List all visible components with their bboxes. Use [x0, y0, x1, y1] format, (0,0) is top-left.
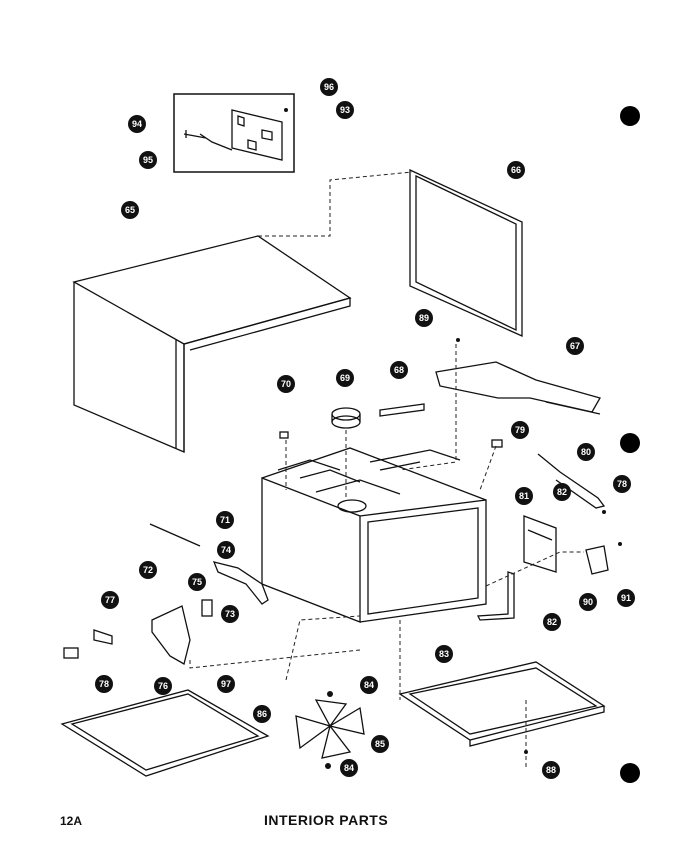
svg-text:83: 83 — [439, 649, 449, 659]
svg-text:86: 86 — [257, 709, 267, 719]
callout-82-upper: 82 — [553, 483, 571, 501]
callout-73: 73 — [221, 605, 239, 623]
callout-95: 95 — [139, 151, 157, 169]
callout-83: 83 — [435, 645, 453, 663]
svg-text:88: 88 — [546, 765, 556, 775]
back-panel — [409, 168, 523, 338]
callout-74: 74 — [217, 541, 235, 559]
svg-text:67: 67 — [570, 341, 580, 351]
callout-67: 67 — [566, 337, 584, 355]
svg-text:72: 72 — [143, 565, 153, 575]
svg-text:81: 81 — [519, 491, 529, 501]
part-75-block — [201, 599, 213, 617]
svg-text:70: 70 — [281, 379, 291, 389]
svg-text:71: 71 — [220, 515, 230, 525]
part-68-strip — [379, 403, 425, 417]
svg-text:93: 93 — [340, 105, 350, 115]
part-82-angle — [476, 571, 515, 621]
callout-70: 70 — [277, 375, 295, 393]
svg-text:91: 91 — [621, 593, 631, 603]
callout-84-upper: 84 — [360, 676, 378, 694]
stirrer-fan-85 — [295, 699, 365, 759]
detail-inset-box — [173, 93, 295, 173]
callout-94: 94 — [128, 115, 146, 133]
callout-80: 80 — [577, 443, 595, 461]
bottom-plate-83 — [398, 661, 606, 747]
callout-72: 72 — [139, 561, 157, 579]
svg-text:78: 78 — [617, 479, 627, 489]
svg-text:90: 90 — [583, 597, 593, 607]
glass-tray-97 — [60, 689, 270, 777]
binder-holes — [620, 106, 640, 783]
part-70-clip — [279, 431, 289, 439]
callout-75: 75 — [188, 573, 206, 591]
svg-text:77: 77 — [105, 595, 115, 605]
callout-66: 66 — [507, 161, 525, 179]
inset-spring-pin — [183, 130, 233, 151]
svg-text:74: 74 — [221, 545, 231, 555]
svg-text:95: 95 — [143, 155, 153, 165]
svg-text:66: 66 — [511, 165, 521, 175]
leader-lines — [189, 171, 584, 770]
callouts: 96 93 94 95 65 66 89 67 70 69 68 79 80 7… — [95, 78, 635, 779]
callout-79: 79 — [511, 421, 529, 439]
svg-text:78: 78 — [99, 679, 109, 689]
callout-76: 76 — [154, 677, 172, 695]
outer-cabinet — [72, 235, 352, 453]
callout-78-right: 78 — [613, 475, 631, 493]
stirrer-motor — [331, 407, 361, 429]
part-79-clip — [491, 439, 503, 448]
callout-96: 96 — [320, 78, 338, 96]
svg-text:96: 96 — [324, 82, 334, 92]
callout-71: 71 — [216, 511, 234, 529]
callout-65: 65 — [121, 201, 139, 219]
part-81-bracket — [523, 515, 557, 573]
svg-text:84: 84 — [364, 680, 374, 690]
callout-84-lower: 84 — [340, 759, 358, 777]
callout-69: 69 — [336, 369, 354, 387]
callout-78-left: 78 — [95, 675, 113, 693]
svg-text:76: 76 — [158, 681, 168, 691]
svg-text:73: 73 — [225, 609, 235, 619]
part-73-latch-arm — [212, 561, 269, 605]
svg-text:65: 65 — [125, 205, 135, 215]
callout-88: 88 — [542, 761, 560, 779]
svg-text:85: 85 — [375, 739, 385, 749]
svg-text:82: 82 — [557, 487, 567, 497]
page-title: INTERIOR PARTS — [264, 812, 389, 828]
part-77-switch — [93, 629, 113, 645]
svg-text:97: 97 — [221, 679, 231, 689]
callout-68: 68 — [390, 361, 408, 379]
svg-text:69: 69 — [340, 373, 350, 383]
svg-text:79: 79 — [515, 425, 525, 435]
callout-91: 91 — [617, 589, 635, 607]
svg-text:80: 80 — [581, 447, 591, 457]
fastener-dots — [284, 108, 622, 769]
callout-86: 86 — [253, 705, 271, 723]
callout-77: 77 — [101, 591, 119, 609]
oven-cavity — [261, 447, 487, 623]
inset-switch-bracket — [231, 109, 283, 161]
callout-89: 89 — [415, 309, 433, 327]
callout-93: 93 — [336, 101, 354, 119]
callout-85: 85 — [371, 735, 389, 753]
svg-text:82: 82 — [547, 617, 557, 627]
page-number: 12A — [60, 814, 83, 828]
part-80-arm — [537, 453, 606, 509]
svg-text:68: 68 — [394, 365, 404, 375]
waveguide-cover — [435, 361, 601, 415]
part-76-bracket — [151, 605, 191, 665]
part-90-bracket — [585, 545, 609, 575]
part-78-lamp — [63, 647, 79, 659]
svg-text:89: 89 — [419, 313, 429, 323]
callout-81: 81 — [515, 487, 533, 505]
svg-text:75: 75 — [192, 577, 202, 587]
callout-90: 90 — [579, 593, 597, 611]
callout-97: 97 — [217, 675, 235, 693]
svg-text:84: 84 — [344, 763, 354, 773]
callout-82-lower: 82 — [543, 613, 561, 631]
svg-text:94: 94 — [132, 119, 142, 129]
part-72-rod — [149, 523, 201, 547]
